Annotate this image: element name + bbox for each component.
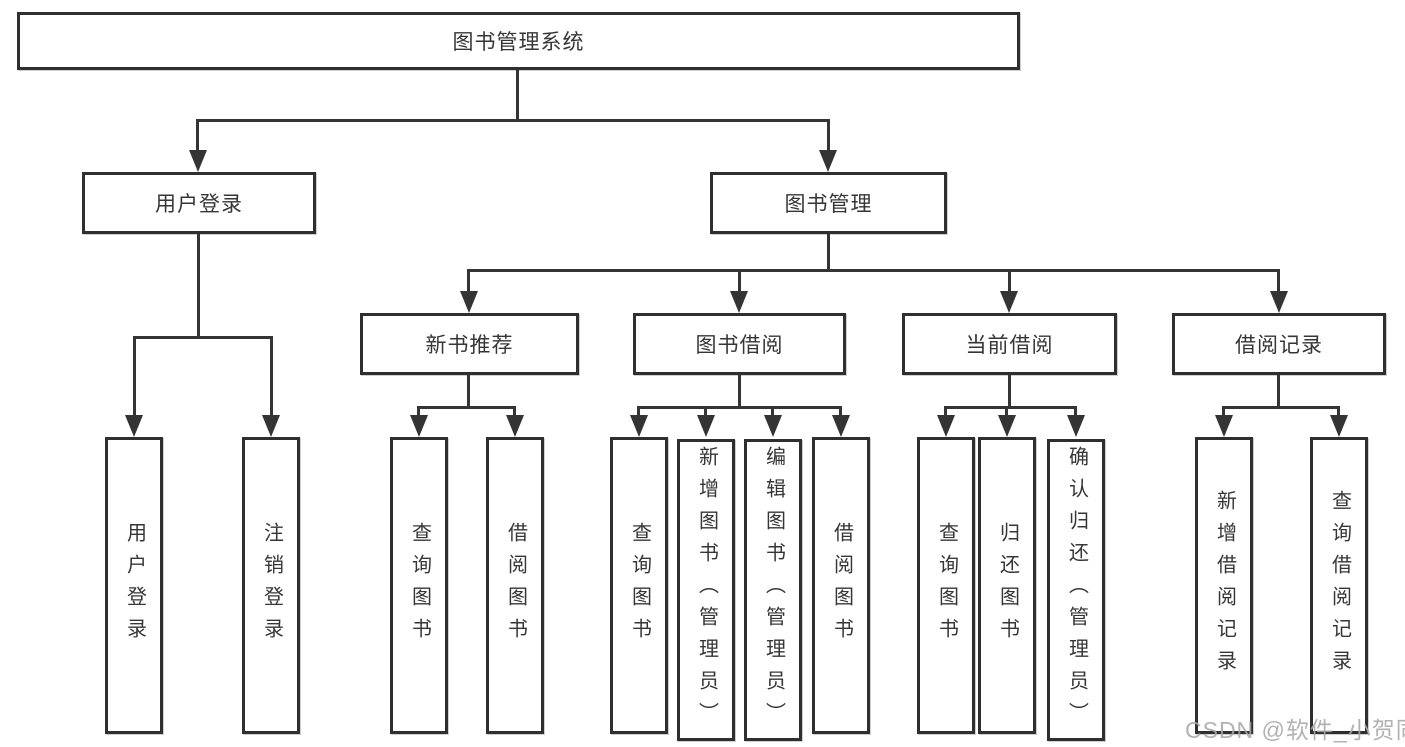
- arrow-head: [1330, 415, 1348, 437]
- connector-line: [637, 406, 640, 417]
- arrow-head: [819, 150, 837, 172]
- connector-line: [944, 406, 947, 417]
- node-label: 借阅图书: [830, 521, 853, 650]
- leaf-add-books-admin: 新增图书（管理员）: [677, 439, 735, 741]
- connector-line: [419, 406, 516, 409]
- node-label: 借阅记录: [1235, 334, 1323, 357]
- node-new-book-recommendation: 新书推荐: [360, 313, 579, 375]
- connector-line: [771, 406, 774, 417]
- connector-line: [134, 336, 273, 339]
- node-label: 新书推荐: [425, 334, 514, 357]
- arrow-head: [410, 415, 428, 437]
- connector-line: [196, 119, 199, 152]
- csdn-watermark: CSDN @软件_小贺同学: [1185, 717, 1405, 743]
- leaf-user-login: 用户登录: [105, 437, 163, 734]
- arrow-head: [730, 291, 748, 313]
- connector-line: [1222, 406, 1225, 417]
- leaf-return-books: 归还图书: [978, 437, 1036, 734]
- arrow-head: [630, 415, 648, 437]
- node-label: 用户登录: [155, 193, 243, 216]
- node-borrowing-records: 借阅记录: [1172, 313, 1386, 375]
- node-book-management: 图书管理: [710, 172, 947, 234]
- connector-line: [270, 336, 273, 417]
- arrow-head: [832, 415, 850, 437]
- leaf-borrow-books-borrowing: 借阅图书: [812, 437, 870, 734]
- arrow-head: [998, 415, 1016, 437]
- node-label: 新增图书（管理员）: [695, 446, 718, 734]
- connector-line: [467, 375, 470, 408]
- arrow-head: [460, 291, 478, 313]
- connector-line: [197, 234, 200, 338]
- leaf-query-books-recommend: 查询图书: [390, 437, 448, 734]
- connector-line: [516, 70, 519, 122]
- node-label: 归还图书: [996, 521, 1019, 650]
- arrow-head: [189, 150, 207, 172]
- connector-line: [704, 406, 707, 417]
- connector-line: [1008, 375, 1011, 408]
- connector-line: [1005, 406, 1008, 417]
- leaf-query-books-current: 查询图书: [917, 437, 975, 734]
- arrow-head: [697, 415, 715, 437]
- connector-line: [1074, 406, 1077, 417]
- arrow-head: [1270, 291, 1288, 313]
- connector-line: [197, 119, 830, 122]
- node-book-borrowing: 图书借阅: [633, 313, 846, 375]
- arrow-head: [506, 415, 524, 437]
- leaf-confirm-return-admin: 确认归还（管理员）: [1047, 439, 1105, 741]
- arrow-head: [1000, 291, 1018, 313]
- arrow-head: [262, 415, 280, 437]
- node-label: 图书管理: [784, 193, 873, 216]
- node-label: 编辑图书（管理员）: [762, 446, 785, 734]
- node-library-management-system: 图书管理系统: [17, 12, 1020, 70]
- connector-line: [513, 406, 516, 417]
- connector-line: [1337, 406, 1340, 417]
- connector-line: [1224, 406, 1340, 409]
- leaf-add-borrow-record: 新增借阅记录: [1195, 437, 1253, 734]
- connector-line: [946, 406, 1077, 409]
- connector-line: [738, 375, 741, 408]
- connector-line: [467, 269, 470, 293]
- connector-line: [1008, 269, 1011, 293]
- arrow-head: [937, 415, 955, 437]
- arrow-head: [764, 415, 782, 437]
- node-label: 用户登录: [123, 521, 146, 650]
- arrow-head: [1067, 415, 1085, 437]
- node-label: 查询借阅记录: [1328, 489, 1351, 682]
- node-label: 确认归还（管理员）: [1065, 446, 1088, 734]
- node-label: 图书借阅: [695, 334, 784, 357]
- leaf-query-borrow-record: 查询借阅记录: [1310, 437, 1368, 734]
- connector-line: [133, 336, 136, 417]
- leaf-logout: 注销登录: [242, 437, 300, 734]
- node-label: 借阅图书: [504, 521, 527, 650]
- connector-line: [1277, 269, 1280, 293]
- node-label: 查询图书: [408, 521, 431, 650]
- connector-line: [738, 269, 741, 293]
- connector-line: [1277, 375, 1280, 408]
- node-label: 新增借阅记录: [1213, 489, 1236, 682]
- node-label: 当前借阅: [965, 334, 1054, 357]
- connector-line: [839, 406, 842, 417]
- connector-line: [827, 119, 830, 152]
- node-label: 注销登录: [260, 521, 283, 650]
- arrow-head: [1215, 415, 1233, 437]
- node-label: 查询图书: [628, 521, 651, 650]
- connector-line: [639, 406, 842, 409]
- node-user-login: 用户登录: [82, 172, 316, 234]
- node-label: 查询图书: [935, 521, 958, 650]
- connector-line: [469, 269, 1280, 272]
- connector-line: [417, 406, 420, 417]
- arrow-head: [125, 415, 143, 437]
- node-label: 图书管理系统: [452, 31, 585, 54]
- leaf-borrow-books-recommend: 借阅图书: [486, 437, 544, 734]
- leaf-edit-books-admin: 编辑图书（管理员）: [744, 439, 802, 741]
- leaf-query-books-borrowing: 查询图书: [610, 437, 668, 734]
- node-current-borrowing: 当前借阅: [902, 313, 1117, 375]
- connector-line: [827, 234, 830, 271]
